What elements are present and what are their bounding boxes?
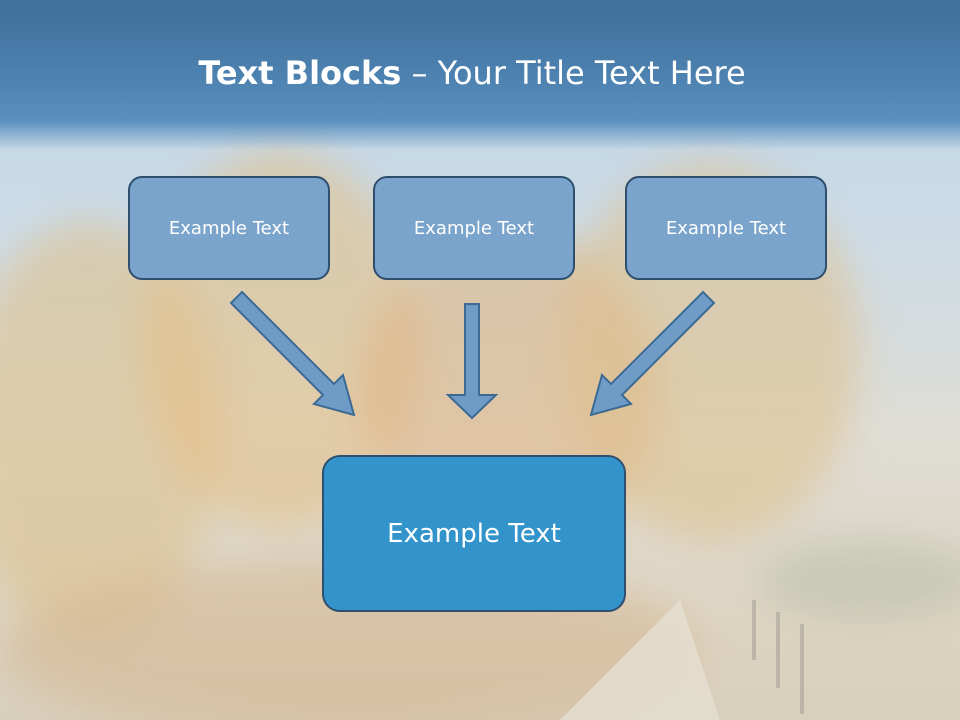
title-band <box>0 0 960 150</box>
text-block-2[interactable]: Example Text <box>373 176 575 280</box>
main-text-block[interactable]: Example Text <box>322 455 626 612</box>
title-bold-part: Text Blocks <box>198 54 402 92</box>
main-text-block-label: Example Text <box>387 518 561 549</box>
slide-title[interactable]: Text Blocks – Your Title Text Here <box>0 54 944 92</box>
title-dash: – <box>411 54 428 92</box>
arrow-down-right-icon <box>229 290 356 417</box>
arrow-down-icon <box>445 303 499 420</box>
text-block-label: Example Text <box>413 217 535 239</box>
text-block-3[interactable]: Example Text <box>625 176 827 280</box>
text-block-1[interactable]: Example Text <box>128 176 330 280</box>
arrow-down-left-icon <box>589 290 716 417</box>
text-block-label: Example Text <box>665 217 787 239</box>
fence-post <box>752 600 756 660</box>
dirt-path <box>560 600 720 720</box>
fence-post <box>776 612 780 688</box>
text-block-label: Example Text <box>168 217 290 239</box>
foliage-blob <box>760 540 960 620</box>
fence-post <box>800 624 804 714</box>
title-rest-part: Your Title Text Here <box>437 54 746 92</box>
